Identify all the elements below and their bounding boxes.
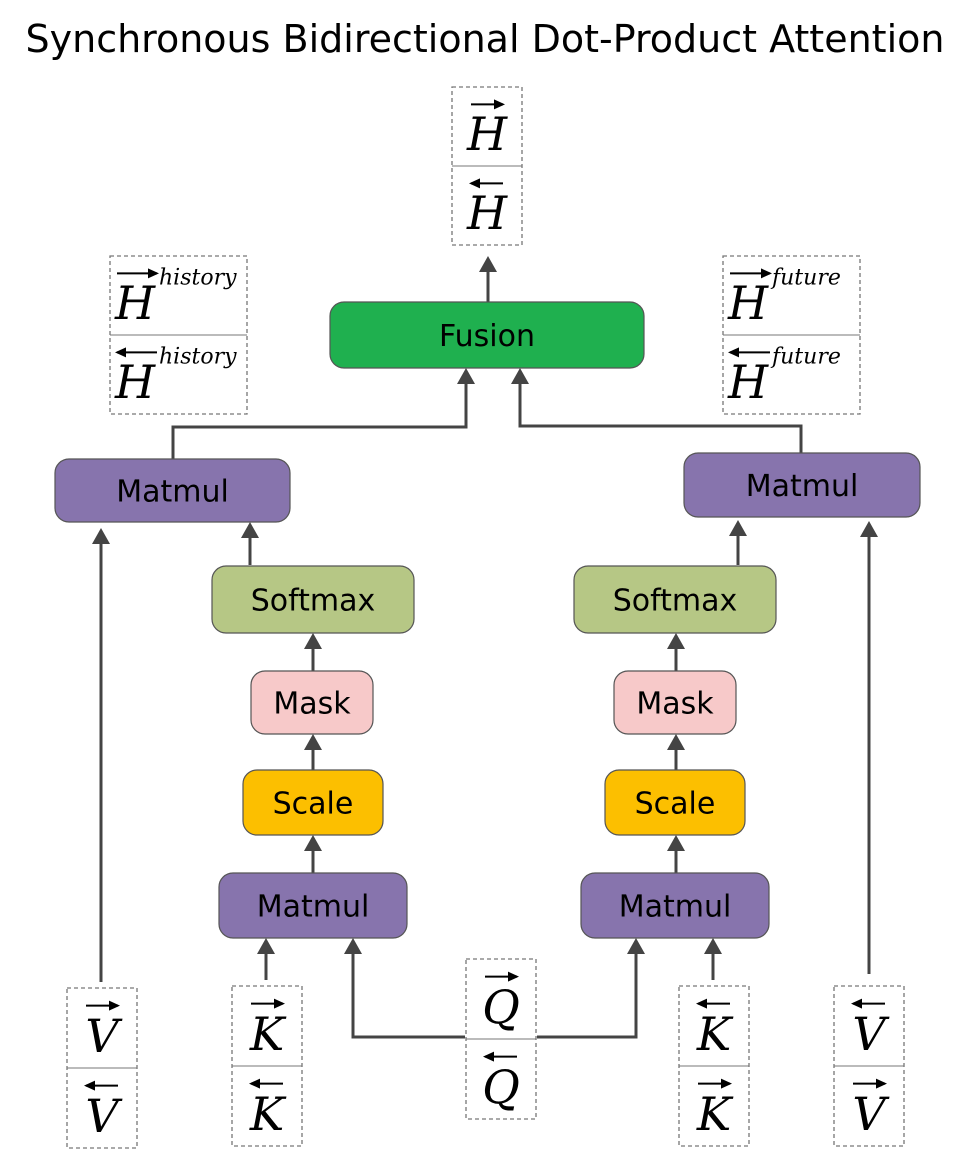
arrowhead — [667, 734, 685, 750]
arrow-matmul-left-to-scale — [304, 835, 322, 873]
arrow-scale-right-to-mask — [667, 734, 685, 770]
vector-symbol: V — [852, 1007, 890, 1061]
matmul-bottom-left-block: Matmul — [218, 872, 408, 939]
diagram-title: Synchronous Bidirectional Dot-Product At… — [26, 17, 945, 61]
fusion-block: Fusion — [329, 301, 645, 369]
scale-left-block: Scale — [242, 769, 384, 836]
vector-box-q-center: QQ — [465, 958, 537, 1120]
arrow-matmul-right-to-scale — [667, 835, 685, 873]
arrowhead — [304, 734, 322, 750]
arrow-matmul-right-to-fusion — [511, 368, 803, 453]
scale-right-label: Scale — [635, 787, 716, 822]
arrowhead — [304, 835, 322, 851]
arrowhead — [457, 368, 475, 384]
vector-symbol: H — [466, 186, 508, 240]
vector-symbol: H — [466, 107, 508, 161]
scale-right-block: Scale — [604, 769, 746, 836]
vector-symbol: Q — [482, 1060, 520, 1114]
vector-box-v-right: VV — [833, 985, 905, 1147]
vector-symbol: K — [696, 1087, 734, 1141]
softmax-left-block: Softmax — [211, 565, 415, 634]
matmul-top-right-block: Matmul — [683, 452, 921, 518]
arrowhead — [479, 256, 497, 272]
arrow-k-left-to-matmul — [257, 938, 275, 980]
arrow-softmax-right-to-matmul — [729, 520, 747, 565]
vector-superscript: future — [770, 344, 841, 369]
matmul-top-left-block: Matmul — [54, 458, 291, 523]
mask-left-block: Mask — [250, 670, 374, 735]
arrowhead — [257, 938, 275, 954]
scale-left-label: Scale — [273, 787, 354, 822]
arrow-q-to-matmul-right — [537, 938, 645, 1039]
softmax-right-label: Softmax — [613, 584, 738, 619]
arrow-v-right-to-matmul — [860, 521, 878, 974]
vector-symbol: H — [727, 355, 769, 409]
arrowhead — [627, 938, 645, 954]
arrowhead — [667, 835, 685, 851]
vector-superscript: history — [159, 265, 237, 290]
arrowhead — [667, 633, 685, 649]
mask-left-label: Mask — [273, 687, 351, 722]
arrowhead — [241, 522, 259, 538]
softmax-left-label: Softmax — [251, 584, 376, 619]
fusion-label: Fusion — [439, 319, 535, 354]
mask-right-block: Mask — [613, 670, 737, 735]
arrow-mask-right-to-softmax — [667, 633, 685, 671]
arrow-v-left-to-matmul — [92, 528, 110, 982]
arrow-fusion-to-output — [479, 256, 497, 302]
matmul-bottom-left-label: Matmul — [257, 890, 370, 925]
arrow-mask-left-to-softmax — [304, 633, 322, 671]
arrow-k-right-to-matmul — [704, 938, 722, 980]
vector-symbol: V — [85, 1009, 123, 1063]
arrow-q-to-matmul-left — [344, 938, 465, 1039]
softmax-right-block: Softmax — [573, 565, 777, 634]
vector-symbol: K — [249, 1007, 287, 1061]
vector-superscript: future — [770, 265, 841, 290]
arrowhead — [92, 528, 110, 544]
arrowhead — [511, 368, 529, 384]
vector-symbol: V — [852, 1087, 890, 1141]
vector-symbol: H — [114, 355, 156, 409]
vector-superscript: history — [159, 344, 237, 369]
vector-symbol: H — [114, 276, 156, 330]
vector-box-output: HH — [451, 86, 523, 246]
mask-right-label: Mask — [636, 687, 714, 722]
vector-symbol: K — [696, 1007, 734, 1061]
vector-symbol: Q — [482, 980, 520, 1034]
arrowhead — [860, 521, 878, 537]
vector-box-v-left: VV — [66, 987, 138, 1149]
connector-lines — [92, 256, 878, 1039]
matmul-top-right-label: Matmul — [746, 469, 859, 504]
matmul-bottom-right-label: Matmul — [619, 890, 732, 925]
arrow-matmul-left-to-fusion — [171, 368, 475, 459]
arrow-softmax-left-to-matmul — [241, 522, 259, 565]
vector-box-k-right: KK — [678, 985, 750, 1147]
vector-symbol: V — [85, 1089, 123, 1143]
arrowhead — [304, 633, 322, 649]
arrowhead — [344, 938, 362, 954]
vector-symbol: H — [727, 276, 769, 330]
arrowhead — [704, 938, 722, 954]
matmul-bottom-right-block: Matmul — [580, 872, 770, 939]
matmul-top-left-label: Matmul — [116, 475, 229, 510]
arrow-scale-left-to-mask — [304, 734, 322, 770]
arrowhead — [729, 520, 747, 536]
vector-symbol: K — [249, 1087, 287, 1141]
vector-box-k-left: KK — [231, 985, 303, 1147]
